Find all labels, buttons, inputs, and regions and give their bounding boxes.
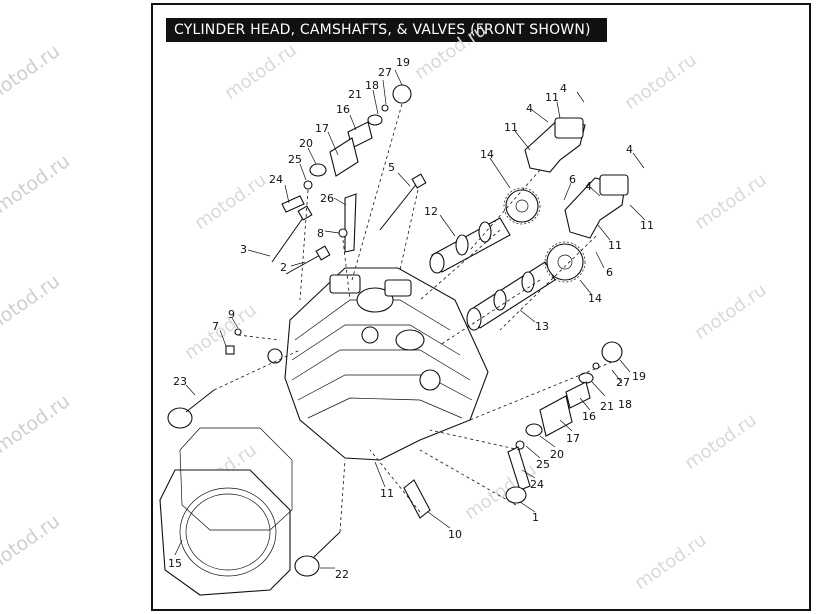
callout-11: 11 [640, 219, 654, 232]
callout-14: 14 [480, 148, 494, 161]
callout-17: 17 [566, 432, 580, 445]
watermark: motod.ru [691, 280, 771, 345]
rocker-gasket [179, 427, 293, 531]
diagram-title: CYLINDER HEAD, CAMSHAFTS, & VALVES (FRON… [166, 18, 607, 42]
callout-27: 27 [616, 376, 630, 389]
callout-8: 8 [317, 227, 324, 240]
camshaft-12 [429, 217, 511, 274]
cam-sprocket-lower [544, 241, 586, 283]
callout-14: 14 [588, 292, 602, 305]
callout-27: 27 [378, 66, 392, 79]
watermark: motod.ru [221, 40, 301, 105]
callout-18: 18 [618, 398, 632, 411]
camshaft-13 [466, 261, 556, 331]
callout-7: 7 [212, 320, 219, 333]
callout-21: 21 [600, 400, 614, 413]
fasteners-7-9 [225, 328, 242, 355]
rocker-support-lower [564, 174, 629, 239]
exhaust-valve [294, 531, 341, 577]
head-gasket [159, 469, 291, 596]
callout-20: 20 [299, 137, 313, 150]
callout-10: 10 [448, 528, 462, 541]
watermark: motod.ru [631, 530, 711, 595]
callout-1: 1 [532, 511, 539, 524]
callout-16: 16 [582, 410, 596, 423]
callout-11: 11 [504, 121, 518, 134]
callout-15: 15 [168, 557, 182, 570]
valve-train-right [505, 341, 623, 504]
watermark: motod.ru [191, 170, 271, 235]
callout-26: 26 [320, 192, 334, 205]
callout-17: 17 [315, 122, 329, 135]
cam-sprocket-upper [503, 187, 541, 225]
cylinder-head [267, 267, 489, 461]
valve-train-left [281, 84, 412, 253]
dowel-pin [403, 479, 431, 519]
callout-11: 11 [545, 91, 559, 104]
callout-11: 11 [608, 239, 622, 252]
watermark: motod.ru [461, 460, 541, 525]
callout-24: 24 [269, 173, 283, 186]
watermark: motod.ru [411, 20, 491, 85]
callout-2: 2 [280, 261, 287, 274]
callout-9: 9 [228, 308, 235, 321]
callout-18: 18 [365, 79, 379, 92]
watermark: motod.ru [691, 170, 771, 235]
callout-16: 16 [336, 103, 350, 116]
leader-lines [174, 69, 646, 569]
callout-21: 21 [348, 88, 362, 101]
callout-4: 4 [585, 180, 592, 193]
callout-25: 25 [288, 153, 302, 166]
callout-6: 6 [606, 266, 613, 279]
callout-11: 11 [380, 487, 394, 500]
callout-5: 5 [388, 161, 395, 174]
callout-19: 19 [396, 56, 410, 69]
watermark: motod.ru [681, 410, 761, 475]
watermark: motod.ru [621, 50, 701, 115]
callout-25: 25 [536, 458, 550, 471]
callout-20: 20 [550, 448, 564, 461]
intake-valve [167, 389, 215, 429]
callout-4: 4 [526, 102, 533, 115]
assembly-lines [213, 103, 613, 533]
rocker-support-upper [524, 117, 586, 173]
callout-24: 24 [530, 478, 544, 491]
callout-12: 12 [424, 205, 438, 218]
callout-4: 4 [626, 143, 633, 156]
callout-23: 23 [173, 375, 187, 388]
callout-4: 4 [560, 82, 567, 95]
callout-19: 19 [632, 370, 646, 383]
callout-3: 3 [240, 243, 247, 256]
callout-labels: 1 2 3 4 4 4 4 5 6 6 7 8 9 10 11 11 11 11… [168, 56, 654, 581]
callout-22: 22 [335, 568, 349, 581]
callout-6: 6 [569, 173, 576, 186]
head-bolts [271, 173, 427, 275]
callout-13: 13 [535, 320, 549, 333]
